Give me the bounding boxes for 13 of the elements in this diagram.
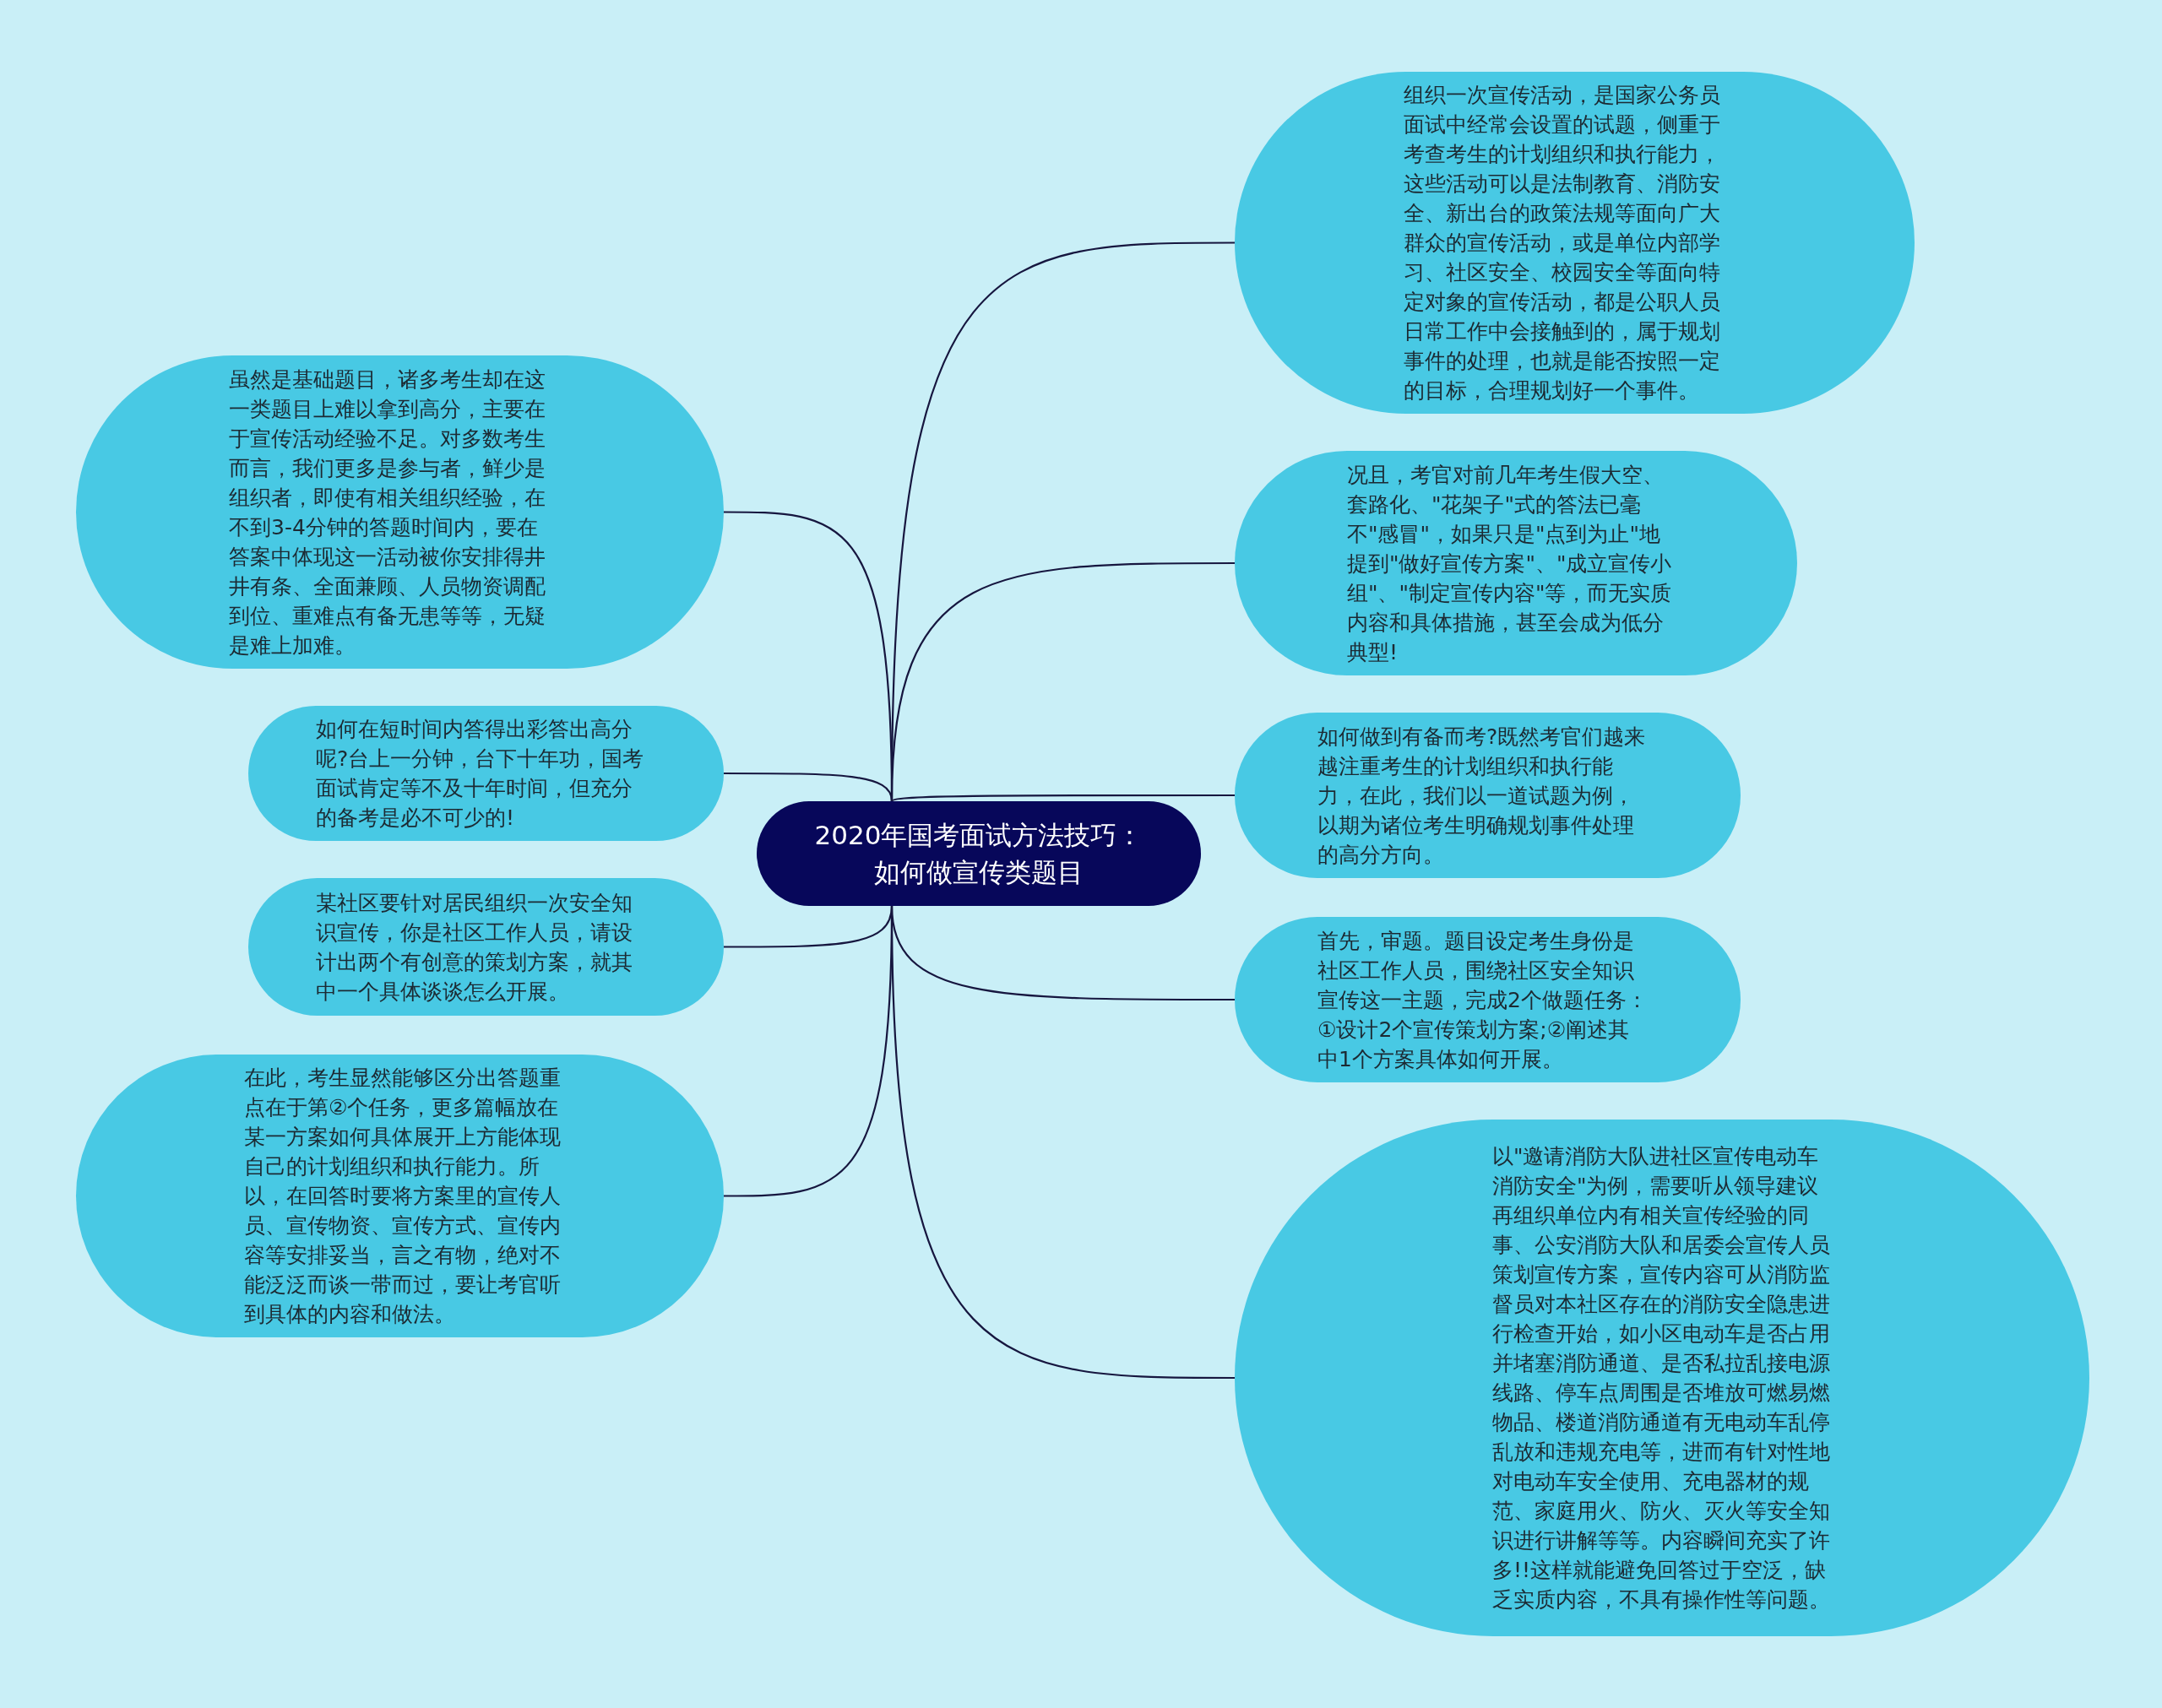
topic-bubble: 以"邀请消防大队进社区宣传电动车消防安全"为例，需要听从领导建议再组织单位内有相关宣传经验的同事、公安消防大队和居委会宣传人员策划宣传方案，宣传内容可从消防监督员对本社区存在的消防安全隐患进行检查开始，如小区电动车是否占用并堵塞消防通道、是否私拉乱接电源线路、停车点周围是否堆放可燃易燃物品、楼道消防通道有无电动车乱停乱放和违规充电等，进而有针对性地对电动车安全使用、充电器材的规范、家庭用火、防火、灭火等安全知识进行讲解等等。内容瞬间充实了许多!!这样就能避免回答过于空泛，缺乏实质内容，不具有操作性等问题。 (1235, 1120, 2089, 1636)
connector-line (891, 794, 1235, 802)
topic-bubble: 如何做到有备而考?既然考官们越来越注重考生的计划组织和执行能力，在此，我们以一道试题为例，以期为诸位考生明确规划事件处理的高分方向。 (1235, 713, 1741, 878)
connector-line (724, 906, 894, 1197)
topic-bubble: 首先，审题。题目设定考生身份是社区工作人员，围绕社区安全知识宣传这一主题，完成2个做题任务：①设计2个宣传策划方案;②阐述其中1个方案具体如何开展。 (1235, 917, 1741, 1082)
topic-bubble: 某社区要针对居民组织一次安全知识宣传，你是社区工作人员，请设计出两个有创意的策划方案，就其中一个具体谈谈怎么开展。 (248, 878, 724, 1016)
topic-bubble: 组织一次宣传活动，是国家公务员面试中经常会设置的试题，侧重于考查考生的计划组织和执行能力，这些活动可以是法制教育、消防安全、新出台的政策法规等面向广大群众的宣传活动，或是单位内部学习、社区安全、校园安全等面向特定对象的宣传活动，都是公职人员日常工作中会接触到的，属于规划事件的处理，也就是能否按照一定的目标，合理规划好一个事件。 (1235, 72, 1915, 414)
topic-bubble: 在此，考生显然能够区分出答题重点在于第②个任务，更多篇幅放在某一方案如何具体展开上方能体现自己的计划组织和执行能力。所以，在回答时要将方案里的宣传人员、宣传物资、宣传方式、宣传内容等安排妥当，言之有物，绝对不能泛泛而谈一带而过，要让考官听到具体的内容和做法。 (76, 1055, 724, 1337)
topic-bubble: 况且，考官对前几年考生假大空、套路化、"花架子"式的答法已毫不"感冒"，如果只是"点到为止"地提到"做好宣传方案"、"成立宣传小组"、"制定宣传内容"等，而无实质内容和具体措施，甚至会成为低分典型! (1235, 451, 1797, 675)
topic-bubble: 如何在短时间内答得出彩答出高分呢?台上一分钟，台下十年功，国考面试肯定等不及十年时间，但充分的备考是必不可少的! (248, 706, 724, 841)
connector-line (724, 772, 894, 802)
central-topic: 2020年国考面试方法技巧：如何做宣传类题目 (757, 801, 1201, 906)
topic-bubble: 虽然是基础题目，诸多考生却在这一类题目上难以拿到高分，主要在于宣传活动经验不足。对多数考生而言，我们更多是参与者，鲜少是组织者，即使有相关组织经验，在不到3-4分钟的答题时间内，要在答案中体现这一活动被你安排得井井有条、全面兼顾、人员物资调配到位、重难点有备无患等等，无疑是难上加难。 (76, 355, 724, 669)
